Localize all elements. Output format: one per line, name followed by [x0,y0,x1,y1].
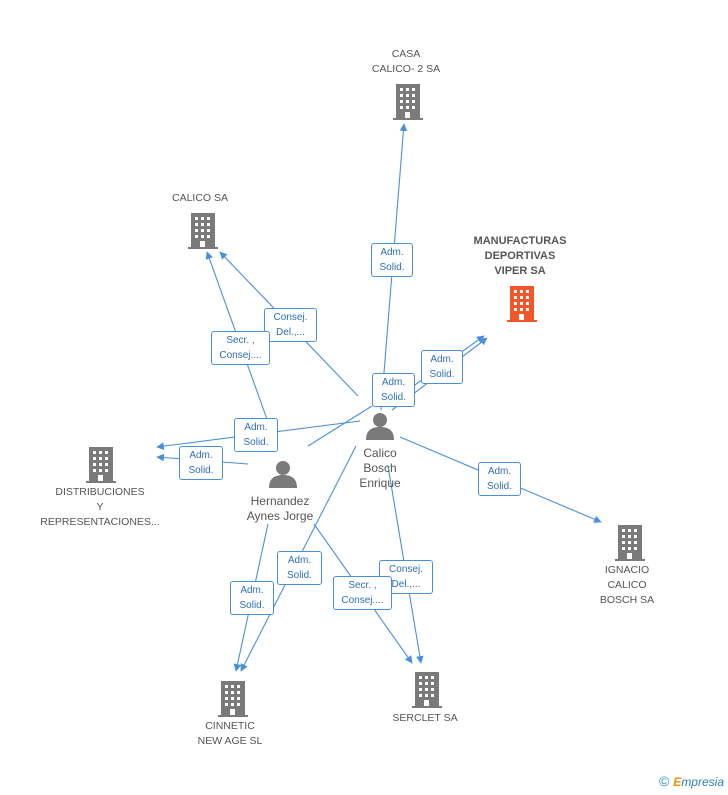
company-label-serclet[interactable]: SERCLET SA [392,712,458,724]
edge-label-adm-solid[interactable]: Adm. Solid. [230,581,274,615]
edge-hernandez-line [307,405,373,447]
copyright-icon: © [658,773,670,789]
building-icon[interactable] [615,525,645,561]
person-label-calico-bosch[interactable]: Calico Bosch Enrique [359,446,401,490]
edge-label-consej-del[interactable]: Consej. Del.,... [264,308,317,342]
building-icon[interactable] [412,672,442,708]
company-label-manufacturas[interactable]: MANUFACTURAS DEPORTIVAS VIPER SA [473,235,567,277]
edge-label-secr-consej[interactable]: Secr. , Consej.... [333,576,392,610]
building-icon[interactable] [507,286,537,322]
person-icon[interactable] [269,461,297,488]
edge-label-secr-consej[interactable]: Secr. , Consej.... [211,331,270,365]
company-label-distrib[interactable]: DISTRIBUCIONES Y REPRESENTACIONES... [40,486,160,528]
person-label-hernandez[interactable]: Hernandez Aynes Jorge [246,494,314,523]
person-icon[interactable] [366,413,394,440]
brand-initial: E [673,775,682,789]
edge-label-adm-solid[interactable]: Adm. Solid. [421,350,463,384]
company-label-casa[interactable]: CASA CALICO- 2 SA [371,48,441,75]
edge-label-adm-solid[interactable]: Adm. Solid. [478,462,521,496]
company-label-calico[interactable]: CALICO SA [171,192,229,204]
building-icon[interactable] [218,681,248,717]
company-label-cinnetic[interactable]: CINNETIC NEW AGE SL [197,720,263,747]
brand-name: mpresia [681,775,724,789]
edge-label-adm-solid[interactable]: Adm. Solid. [372,373,415,407]
edge-label-adm-solid[interactable]: Adm. Solid. [371,243,413,277]
building-icon[interactable] [188,213,218,249]
edge-label-adm-solid[interactable]: Adm. Solid. [179,446,223,480]
building-icon[interactable] [393,84,423,120]
edge-label-adm-solid[interactable]: Adm. Solid. [277,551,322,585]
building-icon[interactable] [86,447,116,483]
company-label-ignacio[interactable]: IGNACIO CALICO BOSCH SA [599,564,655,606]
edge-label-adm-solid[interactable]: Adm. Solid. [234,418,278,452]
brand-footer: ©Empresia [659,773,724,789]
